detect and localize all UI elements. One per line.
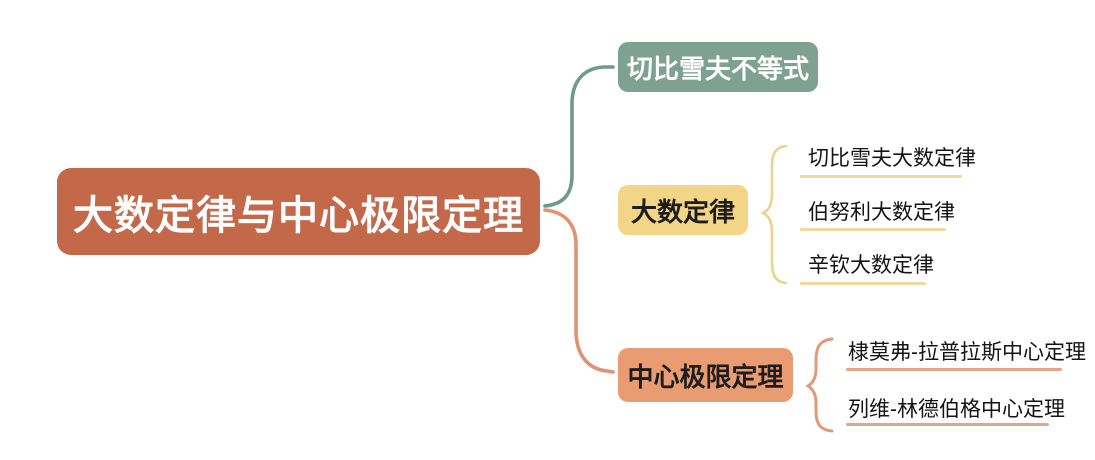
branch-lln[interactable]: 大数定律 [618, 185, 748, 235]
subtopic-demoivre-laplace-label: 棣莫弗-拉普拉斯中心定理 [848, 341, 1086, 364]
subtopic-khinchin-lln-label: 辛钦大数定律 [808, 254, 934, 277]
subtopic-chebyshev-lln-underline [800, 175, 962, 178]
brace-lln-children [760, 144, 788, 285]
root-node[interactable]: 大数定律与中心极限定理 [57, 168, 540, 255]
subtopic-khinchin-lln[interactable]: 辛钦大数定律 [808, 249, 934, 279]
subtopic-levy-lindeberg-label: 列维-林德伯格中心定理 [848, 398, 1065, 421]
branch-lln-label: 大数定律 [630, 196, 735, 227]
subtopic-demoivre-laplace-underline [846, 368, 1062, 371]
connector-root-to-clt [543, 208, 615, 374]
subtopic-levy-lindeberg[interactable]: 列维-林德伯格中心定理 [848, 393, 1065, 423]
subtopic-chebyshev-lln[interactable]: 切比雪夫大数定律 [808, 142, 976, 172]
subtopic-bernoulli-lln[interactable]: 伯努利大数定律 [808, 196, 955, 226]
brace-clt-children [805, 337, 834, 433]
subtopic-bernoulli-lln-underline [800, 228, 946, 231]
branch-clt-label: 中心极限定理 [627, 361, 784, 392]
branch-chebyshev-inequality-label: 切比雪夫不等式 [626, 53, 809, 84]
subtopic-levy-lindeberg-underline [846, 423, 1049, 426]
connector-root-to-chebyshev-inequality [543, 65, 615, 208]
subtopic-khinchin-lln-underline [800, 282, 926, 285]
branch-clt[interactable]: 中心极限定理 [618, 348, 793, 402]
branch-chebyshev-inequality[interactable]: 切比雪夫不等式 [618, 42, 818, 92]
subtopic-demoivre-laplace[interactable]: 棣莫弗-拉普拉斯中心定理 [848, 336, 1086, 366]
subtopic-chebyshev-lln-label: 切比雪夫大数定律 [808, 147, 976, 170]
root-node-label: 大数定律与中心极限定理 [73, 193, 524, 238]
subtopic-bernoulli-lln-label: 伯努利大数定律 [808, 201, 955, 224]
